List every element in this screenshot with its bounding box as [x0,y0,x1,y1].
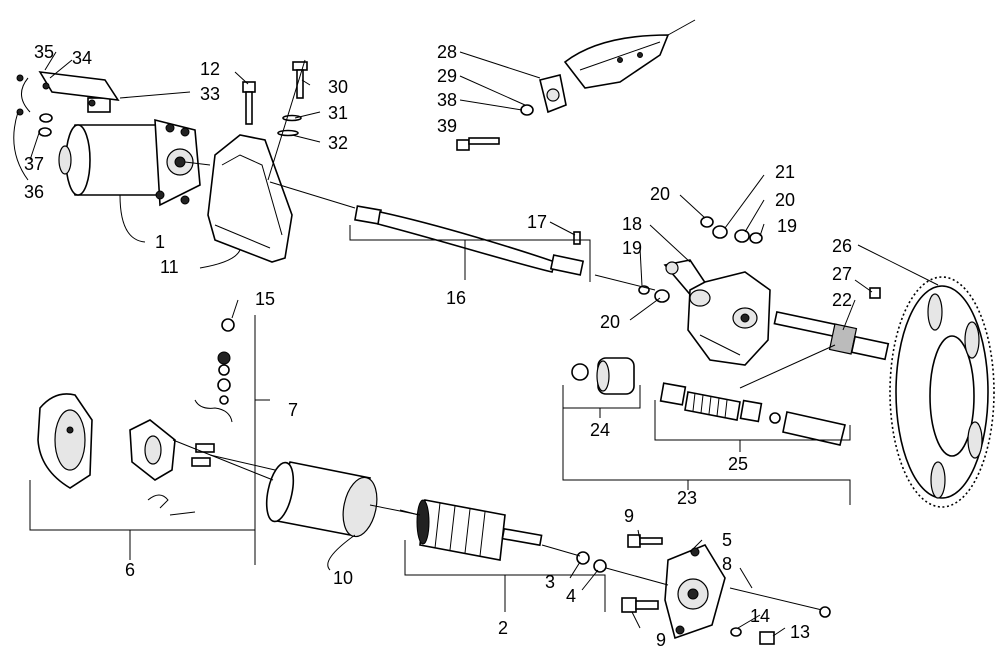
callout-12: 12 [200,59,220,79]
callout-9a: 9 [624,506,634,526]
part-bolt-27 [869,287,881,299]
part-washer-4 [593,559,607,573]
part-washer-3 [576,551,590,565]
callout-1: 1 [155,232,165,252]
part-pinion-assembly [571,357,635,395]
callout-4: 4 [566,586,576,606]
part-bolt-12 [242,81,256,125]
part-bolt-30 [292,61,308,99]
part-cable [354,205,585,276]
leader-lines [13,51,939,637]
part-armature [399,499,543,561]
callout-32: 32 [328,133,348,153]
callout-13: 13 [790,622,810,642]
callout-25: 25 [728,454,748,474]
part-screw-9b [621,597,659,613]
callout-8: 8 [722,554,732,574]
callout-39: 39 [437,116,457,136]
callout-20c: 20 [600,312,620,332]
callout-27: 27 [832,264,852,284]
callout-26: 26 [832,236,852,256]
callout-36: 36 [24,182,44,202]
part-ring-gear [889,276,995,508]
callout-9b: 9 [656,630,666,650]
callout-31: 31 [328,103,348,123]
part-bolt-17 [573,231,581,245]
part-mount-bracket [563,19,696,89]
part-drive-housing [687,271,771,366]
part-ring-20c [734,229,750,243]
callout-37: 37 [24,154,44,174]
part-through-bolt [729,587,831,618]
part-spring-assembly [659,382,846,446]
callout-17: 17 [527,212,547,232]
callout-20b: 20 [775,190,795,210]
callout-28: 28 [437,42,457,62]
callout-30: 30 [328,77,348,97]
part-washer-14 [730,627,742,637]
callout-35: 35 [34,42,54,62]
callout-34: 34 [72,48,92,68]
callout-7: 7 [288,400,298,420]
callout-18: 18 [622,214,642,234]
callout-2: 2 [498,618,508,638]
callout-21: 21 [775,162,795,182]
part-brush-holder [129,419,215,481]
part-washer-38 [520,104,534,116]
callout-14: 14 [750,606,770,626]
part-terminal-cover [38,71,120,102]
part-washer-32 [277,129,299,137]
part-nut-37 [38,113,53,137]
callout-33: 33 [200,84,220,104]
part-starter-motor [58,97,211,207]
part-ring-20a [700,216,714,228]
callout-22: 22 [832,290,852,310]
callout-19b: 19 [777,216,797,236]
callout-38: 38 [437,90,457,110]
part-spring-clip [147,494,196,516]
callout-29: 29 [437,66,457,86]
callout-15: 15 [255,289,275,309]
part-nut-13 [759,631,775,645]
callout-5: 5 [722,530,732,550]
callout-11: 11 [160,257,179,277]
part-bolt-39 [456,137,500,151]
callout-6: 6 [125,560,135,580]
part-clamp-29 [539,74,567,114]
part-washer-31 [282,114,302,122]
part-ring-19a [749,232,763,244]
part-screw-9a [627,534,663,548]
callout-20a: 20 [650,184,670,204]
callout-labels: 35 34 33 12 30 31 32 28 29 38 39 37 36 1… [24,42,852,650]
callout-23: 23 [677,488,697,508]
callout-10: 10 [333,568,353,588]
callout-16: 16 [446,288,466,308]
part-end-frame [664,544,726,640]
callout-19a: 19 [622,238,642,258]
part-heat-shield [207,134,293,263]
part-drive-shaft [773,310,890,361]
callout-3: 3 [545,572,555,592]
part-end-cover [37,393,93,489]
part-field-frame [265,461,378,538]
callout-24: 24 [590,420,610,440]
part-screw-36 [16,108,24,116]
part-ring-20b [712,225,728,239]
part-brush-hardware [194,318,235,423]
part-screw-35 [16,74,24,82]
